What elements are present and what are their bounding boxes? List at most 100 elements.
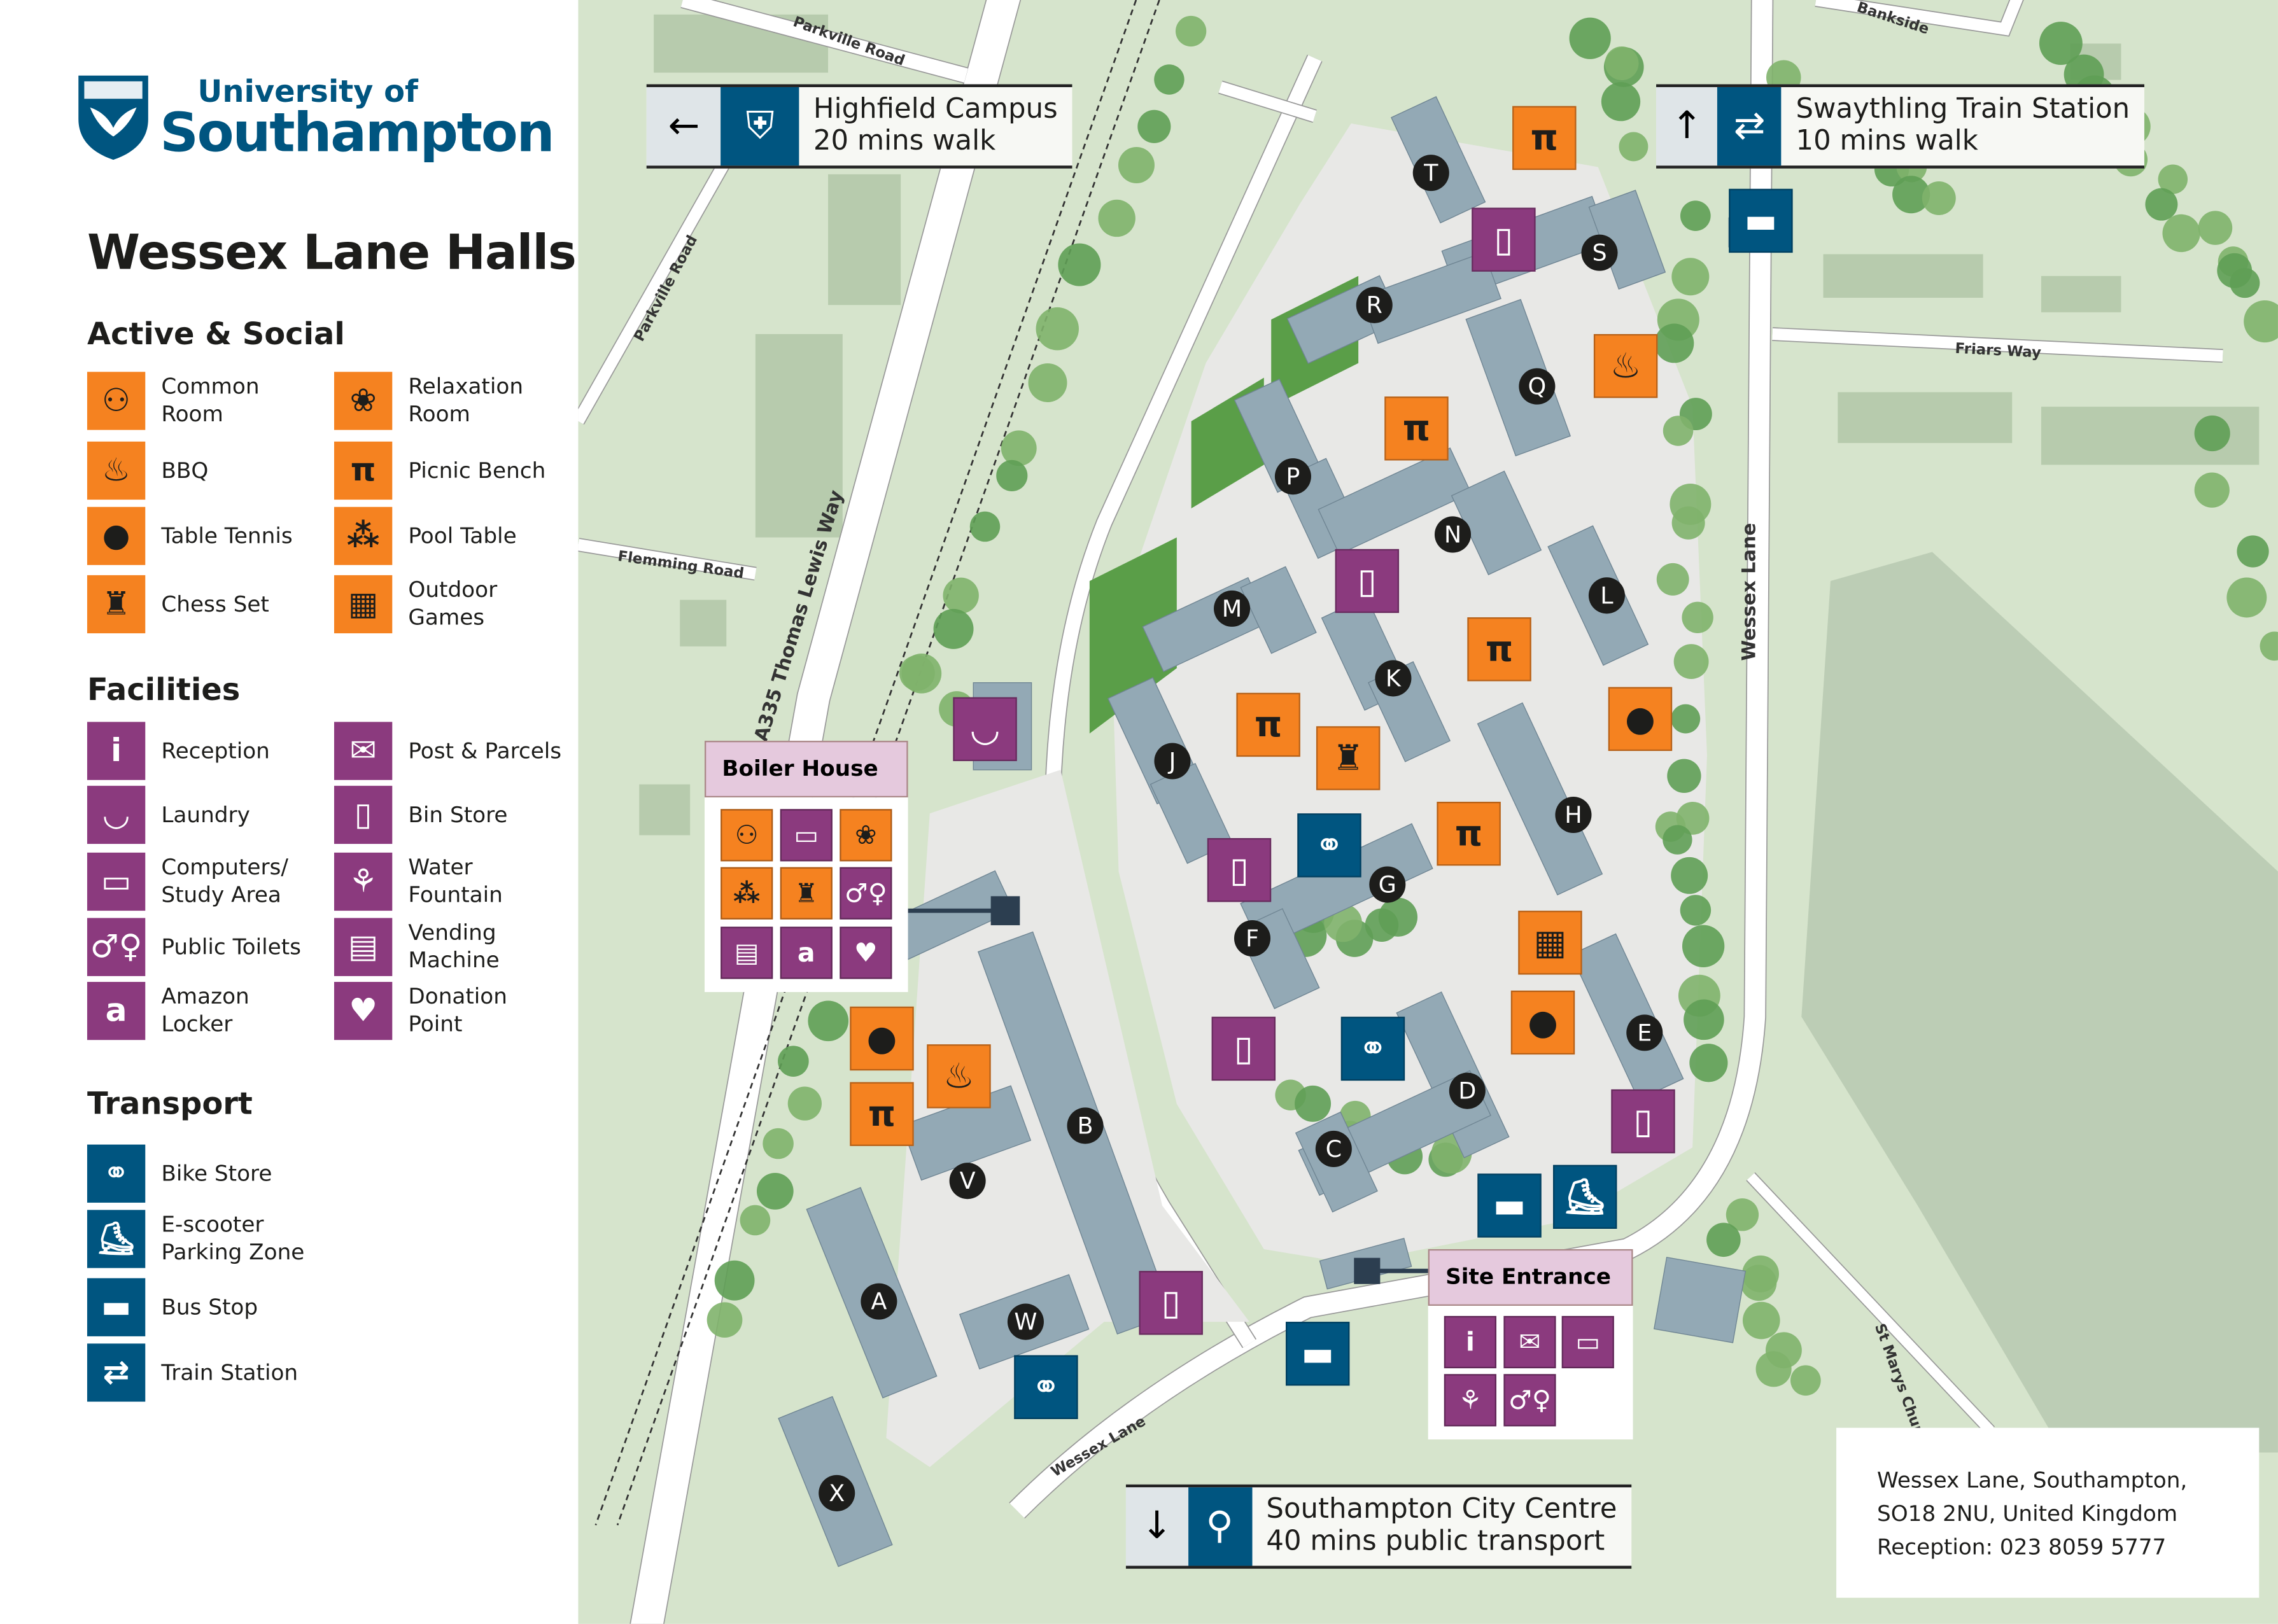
map-marker-bike-icon[interactable]: ⚭ — [1014, 1355, 1078, 1420]
legend-item-label: BBQ — [161, 456, 209, 483]
building-label[interactable]: M — [1214, 590, 1251, 627]
building-label[interactable]: H — [1555, 796, 1592, 834]
map-marker-bin-icon[interactable]: ▯ — [1211, 1016, 1276, 1081]
map-marker-scooter-icon[interactable]: ⛸ — [1552, 1165, 1617, 1229]
building-label[interactable]: V — [949, 1163, 986, 1200]
legend-item-water-fountain: ⚘Water Fountain — [334, 852, 568, 911]
toilets-icon: ♂♀ — [87, 918, 146, 976]
common-room-icon: ⚇ — [721, 809, 773, 862]
legend-item-donation: ♥ Donation Point — [334, 981, 568, 1040]
outdoor-games-icon: ▦ — [334, 575, 393, 634]
legend-item-label: Laundry — [161, 801, 250, 827]
logo-line2: Southampton — [160, 101, 555, 164]
common-room-icon: ⚇ — [87, 372, 146, 430]
sign-city-line1: Southampton City Centre — [1266, 1493, 1617, 1525]
legend-item-post: ✉Post & Parcels — [334, 722, 568, 780]
building-label[interactable]: Q — [1519, 368, 1556, 405]
building-label[interactable]: L — [1588, 577, 1625, 614]
legend-item-bike: ⚭Bike Store — [87, 1144, 321, 1203]
map-marker-outdoor-games-icon[interactable]: ▦ — [1518, 911, 1582, 975]
map-marker-bin-icon[interactable]: ▯ — [1472, 207, 1536, 272]
building-label[interactable]: N — [1434, 516, 1472, 553]
building-label[interactable]: E — [1626, 1014, 1663, 1051]
map-marker-picnic-bench-icon[interactable]: π — [1437, 801, 1501, 866]
map-marker-bike-icon[interactable]: ⚭ — [1340, 1016, 1405, 1081]
building-label[interactable]: K — [1375, 660, 1412, 697]
scooter-icon: ⛸ — [87, 1210, 146, 1268]
map-marker-bin-icon[interactable]: ▯ — [1207, 838, 1272, 902]
map-marker-bin-icon[interactable]: ▯ — [1335, 549, 1400, 613]
boiler-house-label: Boiler House — [705, 741, 908, 798]
crest-icon — [78, 75, 148, 160]
legend-item-label: Vending Machine — [408, 919, 500, 974]
building-label[interactable]: P — [1274, 458, 1311, 495]
map-marker-bbq-icon[interactable]: ♨ — [927, 1044, 991, 1109]
building-label[interactable]: G — [1369, 866, 1406, 903]
map-marker-bus-icon[interactable]: ▬ — [1477, 1173, 1542, 1238]
legend-item-label: Amazon Locker — [161, 983, 250, 1037]
map-marker-picnic-bench-icon[interactable]: π — [1467, 617, 1531, 682]
building-label[interactable]: C — [1315, 1130, 1352, 1167]
legend-item-label: Bus Stop — [161, 1293, 258, 1320]
map-marker-laundry-icon[interactable]: ◡ — [953, 697, 1017, 762]
reception-phone: Reception: 023 8059 5777 — [1876, 1534, 2167, 1560]
computer-icon: ▭ — [87, 852, 146, 911]
address-line1: Wessex Lane, Southampton, — [1876, 1467, 2188, 1494]
map-marker-picnic-bench-icon[interactable]: π — [1236, 692, 1300, 757]
map-marker-table-tennis-icon[interactable]: ● — [1608, 687, 1673, 752]
building-label[interactable]: D — [1449, 1072, 1486, 1109]
map-marker-bbq-icon[interactable]: ♨ — [1593, 333, 1658, 398]
map-marker-picnic-bench-icon[interactable]: π — [850, 1082, 914, 1146]
legend-item-pool-table: ⁂Pool Table — [334, 507, 568, 565]
arrow-down-icon: ↓ — [1125, 1487, 1188, 1566]
water-fountain-icon: ⚘ — [1444, 1374, 1496, 1427]
legend-item-bbq: ♨BBQ — [87, 441, 321, 500]
sign-city-line2: 40 mins public transport — [1266, 1525, 1605, 1557]
relaxation-icon: ❀ — [840, 809, 892, 862]
legend-item-label: Bike Store — [161, 1159, 272, 1186]
map-marker-picnic-bench-icon[interactable]: π — [1512, 106, 1577, 171]
map-marker-picnic-bench-icon[interactable]: π — [1384, 396, 1449, 461]
chess-icon: ♜ — [780, 867, 833, 920]
legend-item-label: Post & Parcels — [408, 737, 562, 764]
building-label[interactable]: A — [861, 1283, 897, 1320]
building-label[interactable]: J — [1154, 743, 1191, 780]
map-marker-bike-icon[interactable]: ⚭ — [1297, 813, 1361, 878]
map-marker-bus-icon[interactable]: ▬ — [1729, 188, 1793, 253]
legend-item-scooter: ⛸E-scooter Parking Zone — [87, 1210, 321, 1268]
laundry-icon: ◡ — [87, 785, 146, 844]
building-label[interactable]: W — [1007, 1303, 1044, 1340]
sign-swaythling-line1: Swaythling Train Station — [1796, 93, 2130, 125]
legend-item-label: Donation Point — [408, 983, 507, 1037]
building-label[interactable]: F — [1234, 920, 1271, 957]
building-label[interactable]: B — [1067, 1107, 1104, 1144]
map-marker-bus-icon[interactable]: ▬ — [1286, 1322, 1350, 1386]
building-label[interactable]: S — [1581, 234, 1618, 271]
crest-icon: ⛨ — [721, 87, 799, 166]
vending-icon: ▤ — [334, 918, 393, 976]
address-box: Wessex Lane, Southampton, SO18 2NU, Unit… — [1836, 1427, 2260, 1598]
map-marker-bin-icon[interactable]: ▯ — [1139, 1271, 1203, 1335]
map-marker-chess-icon[interactable]: ♜ — [1316, 726, 1381, 790]
legend-item-chess: ♜Chess Set — [87, 575, 321, 634]
map-marker-bin-icon[interactable]: ▯ — [1611, 1089, 1675, 1154]
chess-icon: ♜ — [87, 575, 146, 634]
map-marker-table-tennis-icon[interactable]: ● — [1510, 990, 1575, 1055]
legend-item-bin: ▯Bin Store — [334, 785, 568, 844]
map-marker-table-tennis-icon[interactable]: ● — [850, 1006, 914, 1071]
road-label: Wessex Lane — [1739, 522, 1761, 661]
post-icon: ✉ — [1503, 1315, 1556, 1369]
building-label[interactable]: T — [1412, 155, 1449, 192]
site-entrance-label: Site Entrance — [1428, 1249, 1633, 1306]
building-label[interactable]: X — [819, 1474, 855, 1511]
train-icon: ⇄ — [87, 1343, 146, 1402]
donation-icon: ♥ — [840, 927, 892, 979]
sign-swaythling-line2: 10 mins walk — [1796, 125, 1978, 157]
legend-item-label: Computers/ Study Area — [161, 854, 288, 908]
donation-icon: ♥ — [334, 981, 393, 1040]
legend-item-label: Pool Table — [408, 522, 517, 549]
building-label[interactable]: R — [1356, 286, 1393, 323]
